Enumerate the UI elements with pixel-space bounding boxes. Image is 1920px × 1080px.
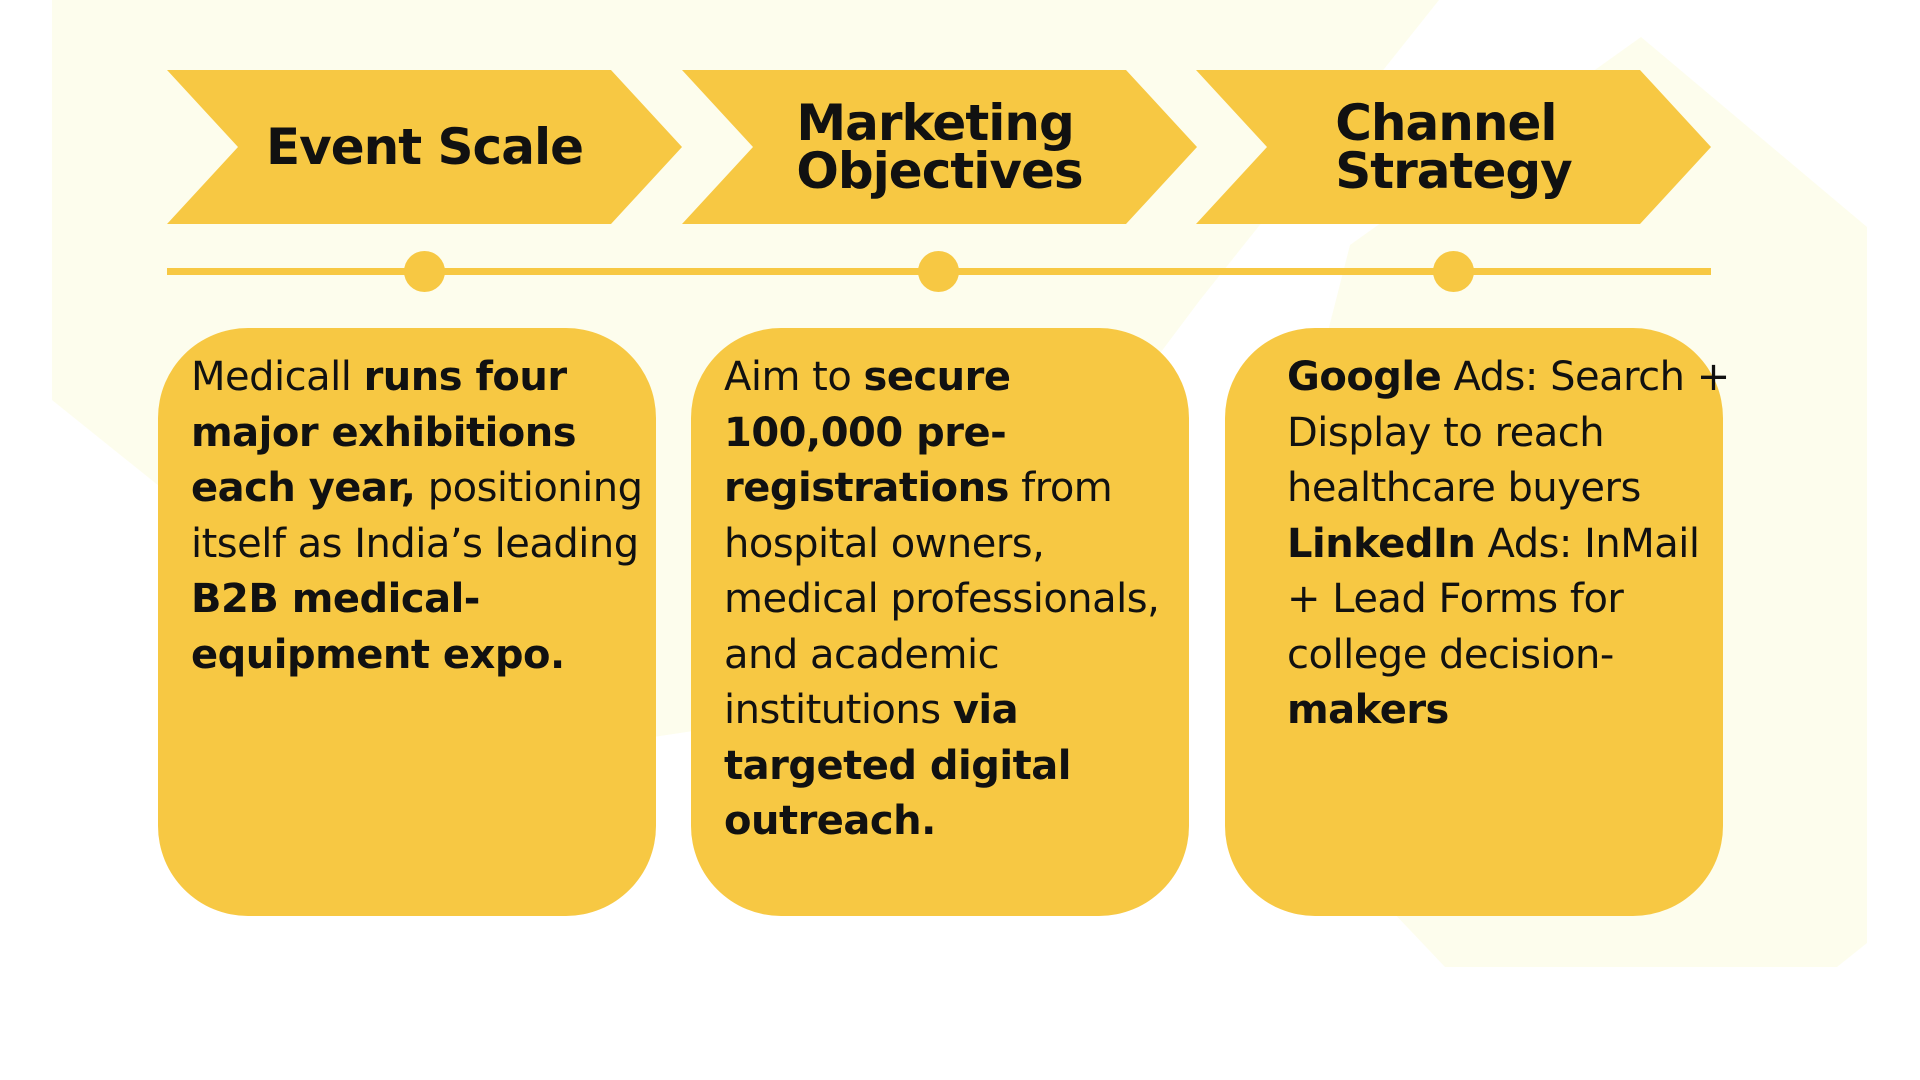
card-text-bold: runs four major exhibitions each year, bbox=[191, 354, 577, 511]
card-text: Aim to secure 100,000 pre-registrations … bbox=[724, 350, 1189, 850]
card-text-bold: secure 100,000 pre-registrations bbox=[724, 354, 1011, 511]
step-chevron-channel-strategy: Channel Strategy bbox=[1196, 70, 1711, 224]
step-title: Event Scale bbox=[167, 70, 682, 224]
timeline-dot bbox=[1433, 251, 1474, 292]
card-text-regular: positioning itself as India’s leading bbox=[191, 465, 643, 567]
timeline-dot bbox=[404, 251, 445, 292]
card-text-bold: Google bbox=[1287, 354, 1442, 400]
card-text-regular: Ads: InMail + Lead Forms for college dec… bbox=[1287, 520, 1700, 678]
card-event-scale: Medicall runs four major exhibitions eac… bbox=[158, 328, 656, 916]
card-text-regular: Ads: Search + Display to reach healthcar… bbox=[1287, 354, 1730, 511]
card-text-bold: via targeted digital outreach. bbox=[724, 687, 1071, 844]
step-title-line: Strategy bbox=[1335, 142, 1573, 200]
card-text-regular: from hospital owners, medical profession… bbox=[724, 465, 1160, 733]
card-text: Google Ads: Search + Display to reach he… bbox=[1287, 350, 1743, 739]
step-title: Marketing Objectives bbox=[682, 70, 1197, 224]
step-title: Channel Strategy bbox=[1196, 70, 1711, 224]
step-title-line: Channel bbox=[1335, 94, 1557, 152]
step-chevron-marketing-objectives: Marketing Objectives bbox=[682, 70, 1197, 224]
card-marketing-objectives: Aim to secure 100,000 pre-registrations … bbox=[691, 328, 1189, 916]
card-text-bold: makers bbox=[1287, 687, 1449, 733]
timeline-dot bbox=[918, 251, 959, 292]
step-title-line: Marketing bbox=[796, 94, 1074, 152]
step-title-line: Event Scale bbox=[265, 118, 584, 176]
card-text-regular: Medicall bbox=[191, 354, 364, 400]
card-text-bold: LinkedIn bbox=[1287, 520, 1476, 567]
card-text-regular: Aim to bbox=[724, 354, 864, 400]
card-channel-strategy: Google Ads: Search + Display to reach he… bbox=[1225, 328, 1730, 916]
step-chevron-event-scale: Event Scale bbox=[167, 70, 682, 224]
card-text: Medicall runs four major exhibitions eac… bbox=[191, 350, 656, 683]
card-text-bold: B2B medical-equipment expo. bbox=[191, 576, 565, 678]
step-title-line: Objectives bbox=[796, 142, 1083, 200]
